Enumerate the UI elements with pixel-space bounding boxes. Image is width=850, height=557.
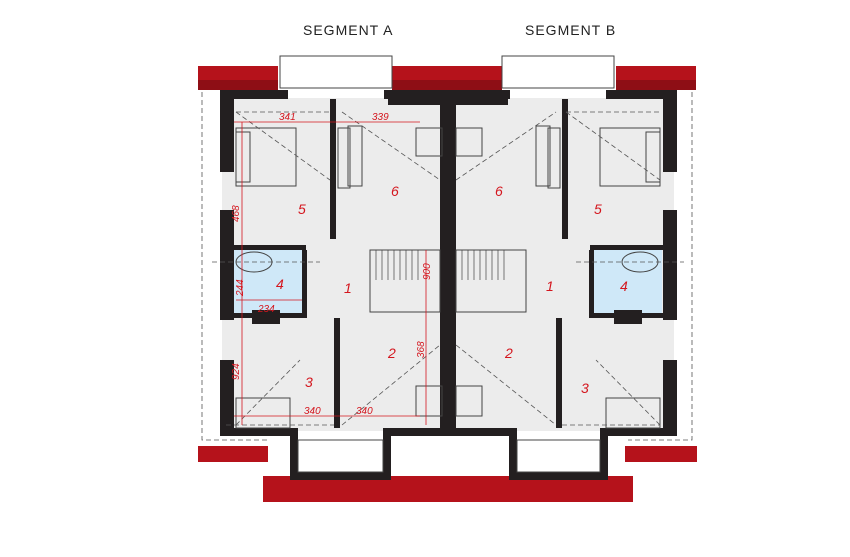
room-b-6: 6 bbox=[495, 183, 503, 199]
room-b-4: 4 bbox=[620, 278, 628, 294]
balcony-bottom bbox=[290, 434, 608, 480]
outer-walls bbox=[220, 90, 677, 436]
dim-244: 244 bbox=[235, 279, 246, 297]
room-b-3: 3 bbox=[581, 380, 589, 396]
room-b-1: 1 bbox=[546, 278, 554, 294]
balcony-top-b bbox=[501, 55, 615, 89]
room-a-3: 3 bbox=[305, 374, 313, 390]
room-a-1: 1 bbox=[344, 280, 352, 296]
dim-368: 368 bbox=[416, 341, 427, 358]
dim-339: 339 bbox=[372, 112, 389, 123]
room-a-2: 2 bbox=[387, 345, 396, 361]
room-b-2: 2 bbox=[504, 345, 513, 361]
dimension-lines bbox=[234, 121, 427, 425]
dim-900: 900 bbox=[422, 263, 433, 280]
room-a-4: 4 bbox=[276, 276, 284, 292]
room-a-6: 6 bbox=[391, 183, 399, 199]
staircase bbox=[369, 249, 527, 313]
bathroom-b bbox=[592, 250, 662, 313]
dim-340-right: 340 bbox=[356, 406, 373, 417]
dim-234: 234 bbox=[257, 304, 275, 315]
dim-341: 341 bbox=[279, 112, 296, 123]
room-a-5: 5 bbox=[298, 201, 306, 217]
dim-468: 468 bbox=[231, 205, 242, 222]
interior-walls bbox=[234, 99, 663, 428]
roof-top bbox=[198, 66, 696, 90]
balcony-top-a bbox=[279, 55, 393, 89]
dim-340-left: 340 bbox=[304, 406, 321, 417]
segment-b-title: SEGMENT B bbox=[525, 22, 617, 38]
roof-outline bbox=[201, 92, 693, 441]
bathroom-a bbox=[233, 250, 306, 313]
roof-bottom bbox=[198, 446, 697, 502]
dim-924: 924 bbox=[231, 363, 242, 380]
room-b-5: 5 bbox=[594, 201, 602, 217]
segment-a-title: SEGMENT A bbox=[303, 22, 394, 38]
